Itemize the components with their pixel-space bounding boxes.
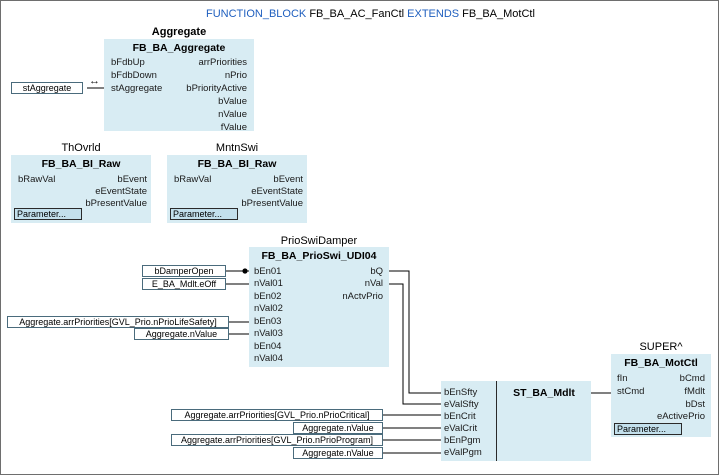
pin-nvalue[interactable]: nValue — [218, 109, 247, 120]
prioswi-block[interactable]: FB_BA_PrioSwi_UDI04 bEn01 nVal01 bEn02 n… — [249, 247, 389, 367]
critical-value-box[interactable]: Aggregate.arrPriorities[GVL_Prio.nPrioCr… — [171, 409, 383, 421]
base-fb-name: FB_BA_MotCtl — [462, 8, 535, 20]
pin-ben03[interactable]: bEn03 — [254, 316, 282, 327]
pin-nval03[interactable]: nVal03 — [254, 328, 283, 339]
program-nvalue-box[interactable]: Aggregate.nValue — [293, 447, 383, 459]
super-instance-name[interactable]: SUPER^ — [639, 341, 683, 353]
program-value-box[interactable]: Aggregate.arrPriorities[GVL_Prio.nPrioPr… — [171, 434, 383, 446]
pin-nprio[interactable]: nPrio — [224, 70, 247, 81]
inout-arrow-icon: ↔ — [89, 75, 100, 87]
pin-nval01[interactable]: nVal01 — [254, 278, 283, 289]
super-type: FB_BA_MotCtl — [624, 357, 698, 369]
pin-bvalue[interactable]: bValue — [218, 96, 247, 107]
mntnswi-instance-name[interactable]: MntnSwi — [215, 142, 259, 154]
pin-bevent[interactable]: bEvent — [273, 174, 303, 185]
negation-dot — [242, 268, 248, 274]
prioswi-instance-name[interactable]: PrioSwiDamper — [280, 235, 358, 247]
pin-bpresentvalue[interactable]: bPresentValue — [241, 198, 303, 209]
mntnswi-type: FB_BA_BI_Raw — [197, 158, 277, 170]
aggregate-instance-name[interactable]: Aggregate — [151, 26, 207, 38]
thovrld-type: FB_BA_BI_Raw — [41, 158, 121, 170]
pin-bfdbup[interactable]: bFdbUp — [111, 57, 145, 68]
pin-benpgm[interactable]: bEnPgm — [444, 435, 481, 446]
pin-ben02[interactable]: bEn02 — [254, 291, 282, 302]
wire-nval — [389, 283, 441, 405]
pin-brawval[interactable]: bRawVal — [174, 174, 212, 185]
lifesafety-value-box[interactable]: Aggregate.arrPriorities[GVL_Prio.nPrioLi… — [7, 316, 229, 328]
pin-arrpriorities[interactable]: arrPriorities — [198, 57, 247, 68]
pin-bencrit[interactable]: bEnCrit — [444, 411, 476, 422]
pin-nval02[interactable]: nVal02 — [254, 303, 283, 314]
pin-nval04[interactable]: nVal04 — [254, 353, 283, 364]
pin-staggregate[interactable]: stAggregate — [111, 83, 163, 94]
pin-bpriorityactive[interactable]: bPriorityActive — [186, 83, 247, 94]
pin-evalcrit[interactable]: eValCrit — [444, 423, 478, 434]
pin-eeventstate[interactable]: eEventState — [95, 186, 147, 197]
critical-nvalue-box[interactable]: Aggregate.nValue — [293, 422, 383, 434]
pin-evalpgm[interactable]: eValPgm — [444, 447, 482, 458]
pin-fmdlt[interactable]: fMdlt — [684, 386, 705, 397]
pin-bevent[interactable]: bEvent — [117, 174, 147, 185]
pin-nval[interactable]: nVal — [364, 278, 383, 289]
thovrld-parameter-button[interactable]: Parameter... — [14, 208, 82, 220]
fb-name: FB_BA_AC_FanCtl — [309, 8, 405, 20]
pin-eeventstate[interactable]: eEventState — [251, 186, 303, 197]
pin-ben01[interactable]: bEn01 — [254, 266, 282, 277]
aggregate-type: FB_BA_Aggregate — [132, 42, 226, 54]
pin-ben04[interactable]: bEn04 — [254, 341, 282, 352]
mntnswi-parameter-button[interactable]: Parameter... — [170, 208, 238, 220]
keyword-function-block: FUNCTION_BLOCK — [206, 8, 307, 20]
pin-bfdbdown[interactable]: bFdbDown — [111, 70, 157, 81]
lifesafety-nvalue-box[interactable]: Aggregate.nValue — [134, 328, 229, 340]
pou-header: FUNCTION_BLOCK FB_BA_AC_FanCtl EXTENDS F… — [206, 8, 535, 20]
pin-nactvprio[interactable]: nActvPrio — [342, 291, 383, 302]
pin-brawval[interactable]: bRawVal — [18, 174, 56, 185]
staggregate-value-box[interactable]: stAggregate — [11, 82, 83, 94]
pin-bpresentvalue[interactable]: bPresentValue — [85, 198, 147, 209]
super-block[interactable]: FB_BA_MotCtl fIn stCmd bCmd fMdlt bDst e… — [611, 354, 711, 437]
wire-bq — [389, 270, 441, 394]
thovrld-block[interactable]: FB_BA_BI_Raw bRawVal bEvent eEventState … — [11, 155, 151, 223]
eoff-value-box[interactable]: E_BA_Mdlt.eOff — [142, 278, 226, 290]
mdlt-type: ST_BA_Mdlt — [513, 387, 575, 399]
pin-eactiveprio[interactable]: eActivePrio — [656, 411, 705, 422]
pin-bq[interactable]: bQ — [370, 266, 383, 277]
thovrld-instance-name[interactable]: ThOvrld — [61, 142, 101, 154]
mdlt-divider — [496, 381, 497, 461]
pin-fin[interactable]: fIn — [617, 373, 628, 384]
mdlt-block[interactable]: ST_BA_Mdlt bEnSfty eValSfty bEnCrit eVal… — [441, 381, 591, 461]
pin-fvalue[interactable]: fValue — [220, 122, 247, 133]
pin-stcmd[interactable]: stCmd — [617, 386, 645, 397]
aggregate-block[interactable]: FB_BA_Aggregate bFdbUp bFdbDown stAggreg… — [104, 39, 254, 133]
prioswi-type: FB_BA_PrioSwi_UDI04 — [261, 250, 377, 262]
keyword-extends: EXTENDS — [407, 8, 460, 20]
pin-bcmd[interactable]: bCmd — [679, 373, 705, 384]
pin-bensfty[interactable]: bEnSfty — [444, 387, 478, 398]
bdamperopen-value-box[interactable]: bDamperOpen — [142, 265, 226, 277]
pin-bdst[interactable]: bDst — [685, 399, 705, 410]
pin-evalsfty[interactable]: eValSfty — [444, 399, 479, 410]
super-parameter-button[interactable]: Parameter... — [614, 423, 682, 435]
mntnswi-block[interactable]: FB_BA_BI_Raw bRawVal bEvent eEventState … — [167, 155, 307, 223]
